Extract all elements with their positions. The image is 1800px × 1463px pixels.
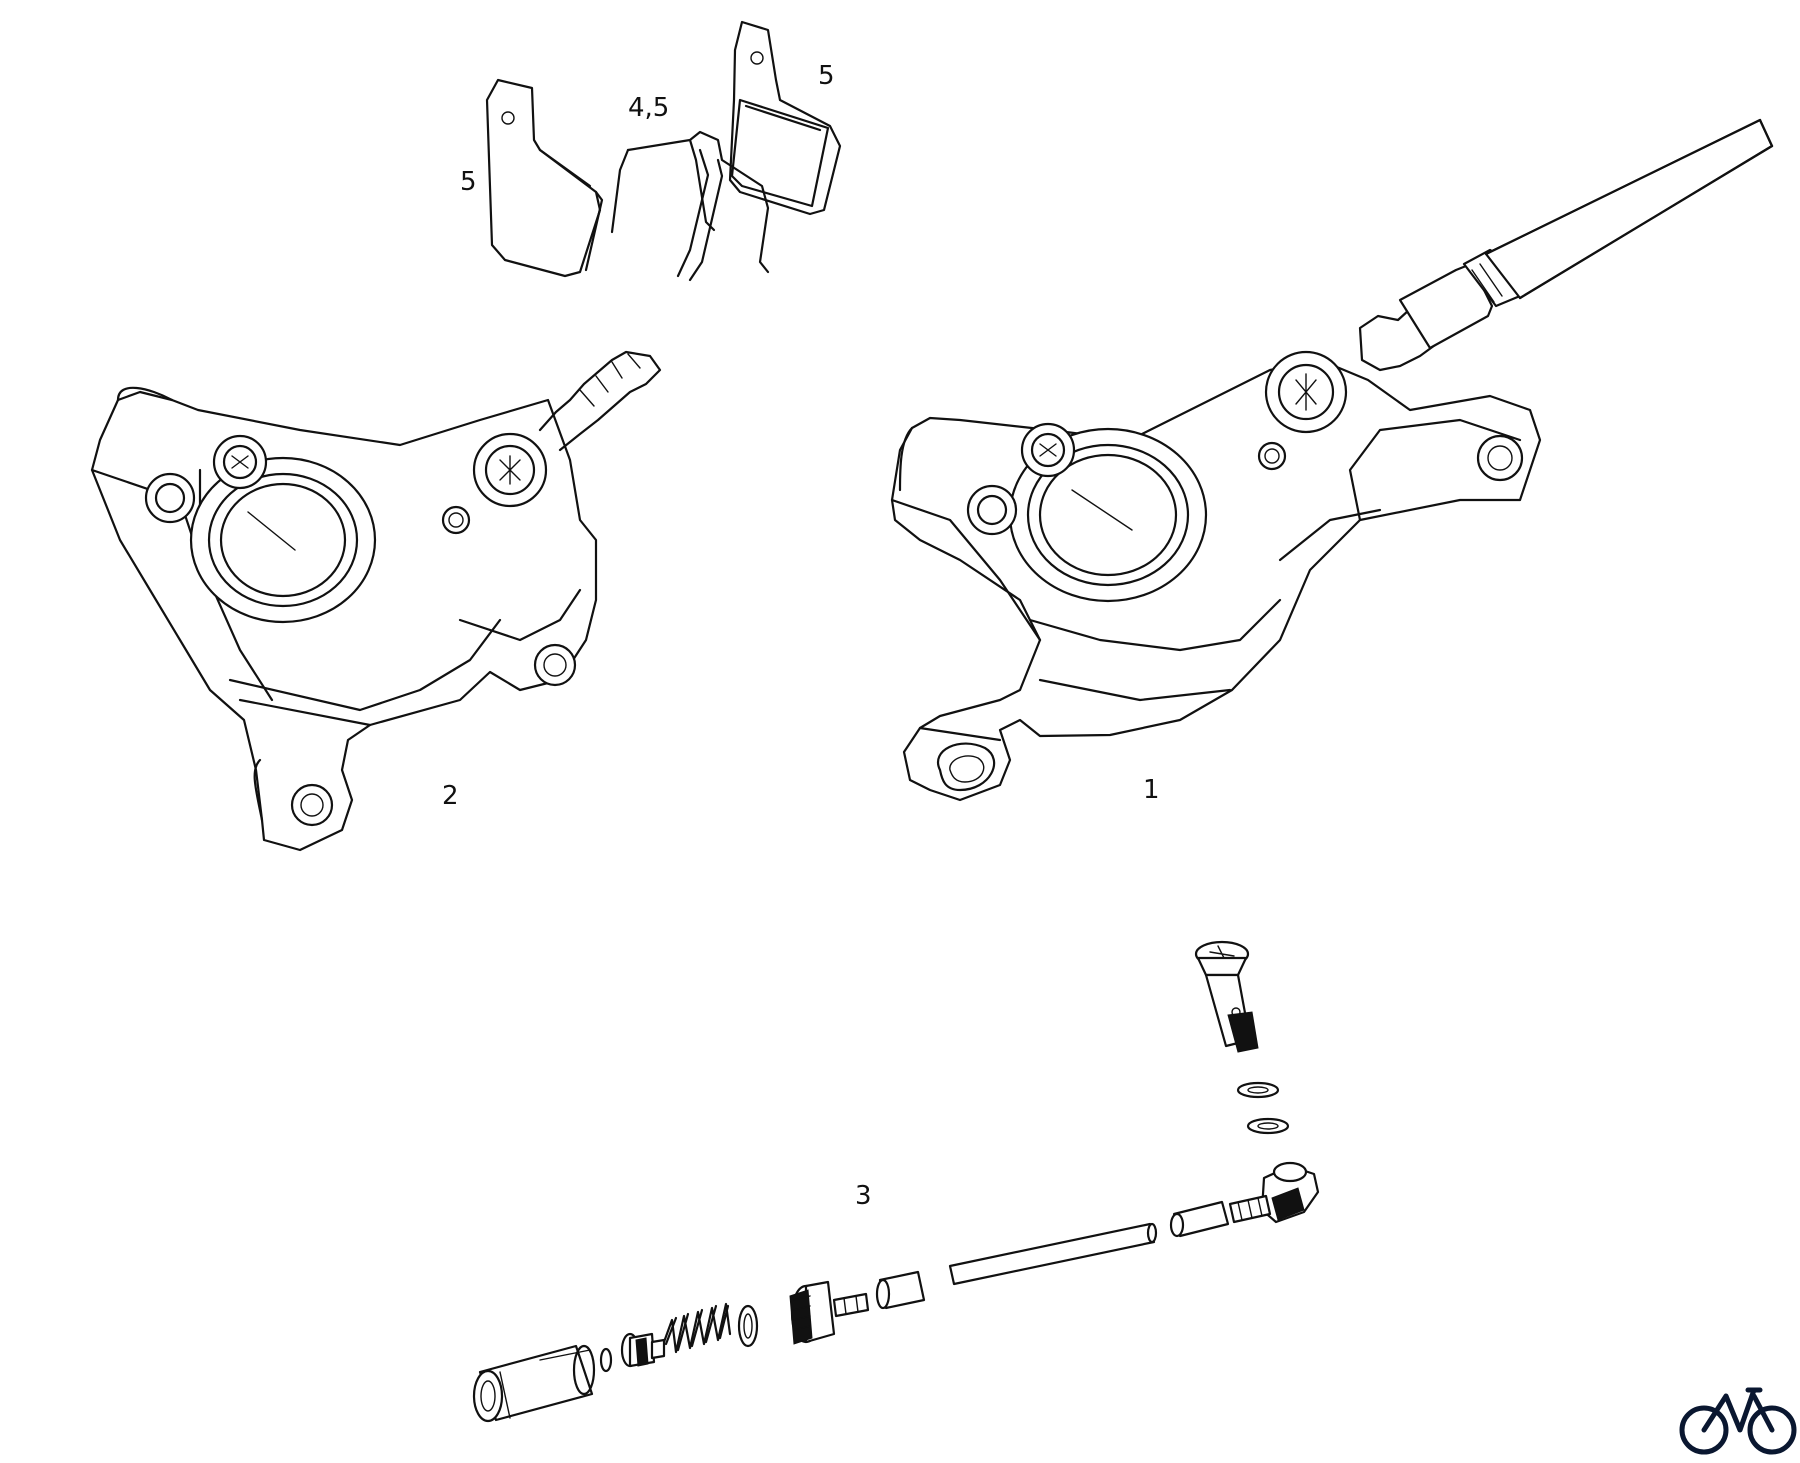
banjo-bolt (1194, 940, 1259, 1053)
caliper-1 (890, 118, 1774, 802)
callout-spring: 4,5 (628, 93, 669, 123)
small-o-ring (599, 1347, 613, 1373)
crush-washer-bottom (1246, 1117, 1290, 1135)
plunger (620, 1332, 666, 1368)
reservoir-sleeve (472, 1344, 596, 1423)
bicycle-icon (1679, 1387, 1797, 1455)
barb-connector (789, 1280, 870, 1345)
callout-pad-left: 5 (460, 167, 477, 197)
brake-pad-left (485, 78, 604, 278)
callout-hose-kit: 3 (855, 1181, 872, 1211)
crush-washer-top (1236, 1081, 1280, 1099)
brake-pad-right (728, 20, 842, 216)
hose-kit (472, 940, 1320, 1423)
compression-olive (875, 1270, 926, 1310)
banjo-fitting (1228, 1161, 1320, 1224)
callout-caliper-1: 1 (1143, 775, 1160, 805)
callout-caliper-2: 2 (442, 781, 459, 811)
callout-pad-right: 5 (818, 61, 835, 91)
compression-sleeve-right (1169, 1200, 1230, 1238)
caliper-2 (90, 350, 662, 852)
hose-segment (948, 1222, 1158, 1286)
pad-spring-clip (610, 130, 770, 282)
return-spring (662, 1302, 732, 1354)
o-ring (737, 1304, 759, 1348)
